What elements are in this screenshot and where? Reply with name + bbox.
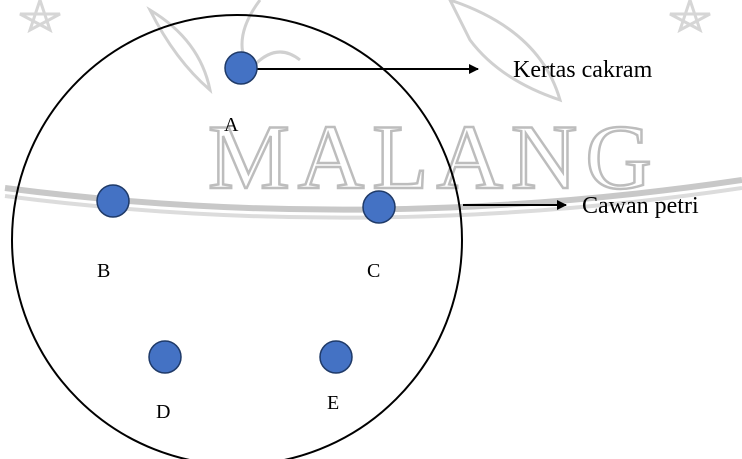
callout-cawan-petri: Cawan petri [582, 193, 699, 219]
petri-dish-outline [11, 14, 463, 459]
callout-kertas-cakram: Kertas cakram [513, 57, 653, 83]
disc-label-c: C [367, 260, 380, 282]
disc-label-a: A [224, 114, 239, 136]
disc-label-e: E [327, 392, 339, 414]
paper-disc-e [319, 340, 353, 374]
paper-disc-a [224, 51, 258, 85]
watermark-leaf-left [146, 6, 213, 94]
disc-label-d: D [156, 401, 170, 423]
watermark-text: MALANG [208, 106, 660, 208]
paper-disc-d [148, 340, 182, 374]
paper-disc-c [362, 190, 396, 224]
watermark-wing-right [448, 0, 563, 103]
watermark-star-left [19, 0, 61, 34]
watermark-star-right [669, 0, 711, 34]
paper-disc-b [96, 184, 130, 218]
disc-label-b: B [97, 260, 110, 282]
